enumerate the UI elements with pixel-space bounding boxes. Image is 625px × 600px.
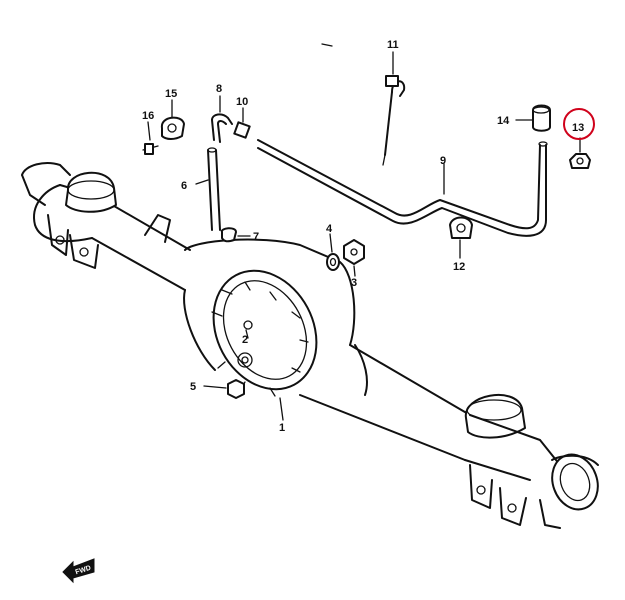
label-part-10[interactable]: 10 xyxy=(236,96,248,108)
label-part-13[interactable]: 13 xyxy=(572,122,584,134)
label-part-15[interactable]: 15 xyxy=(165,88,177,100)
part-11-breather-pipe[interactable] xyxy=(382,75,406,166)
label-part-11[interactable]: 11 xyxy=(387,39,399,51)
label-part-1[interactable]: 1 xyxy=(279,422,285,434)
label-part-7[interactable]: 7 xyxy=(253,231,259,243)
axle-housing[interactable] xyxy=(21,162,605,529)
forward-direction-text: FWD xyxy=(75,565,92,577)
part-16-bolt[interactable] xyxy=(142,143,159,155)
label-part-8[interactable]: 8 xyxy=(216,83,222,95)
label-part-2[interactable]: 2 xyxy=(242,334,248,346)
label-part-16[interactable]: 16 xyxy=(142,110,154,122)
part-9-vent-pipe[interactable] xyxy=(257,139,548,237)
label-part-14[interactable]: 14 xyxy=(497,115,510,127)
part-7-clip[interactable] xyxy=(220,227,237,243)
part-5-plug[interactable] xyxy=(227,379,245,399)
label-part-3[interactable]: 3 xyxy=(351,277,357,289)
label-part-6[interactable]: 6 xyxy=(181,180,187,192)
part-6-breather-hose[interactable] xyxy=(207,147,221,231)
label-part-4[interactable]: 4 xyxy=(326,223,333,235)
highlight-ring-part-13 xyxy=(563,108,595,140)
leader-lines xyxy=(147,51,581,421)
part-13-nut[interactable] xyxy=(569,153,591,169)
part-labels: 16 15 8 10 11 14 13 6 9 7 4 3 12 2 5 1 xyxy=(142,39,584,434)
part-3-plug[interactable] xyxy=(343,239,365,265)
label-part-12[interactable]: 12 xyxy=(453,261,465,273)
scan-mark xyxy=(321,43,333,47)
label-part-9[interactable]: 9 xyxy=(440,155,446,167)
part-14-cap[interactable] xyxy=(532,104,551,132)
label-part-5[interactable]: 5 xyxy=(190,381,196,393)
part-8-breather-elbow[interactable] xyxy=(211,113,233,143)
forward-direction-badge: FWD xyxy=(62,558,95,584)
part-15-clamp[interactable] xyxy=(160,116,185,140)
part-10-union[interactable] xyxy=(233,121,251,139)
part-12-clamp[interactable] xyxy=(449,216,473,239)
part-4-washer[interactable] xyxy=(326,253,340,271)
